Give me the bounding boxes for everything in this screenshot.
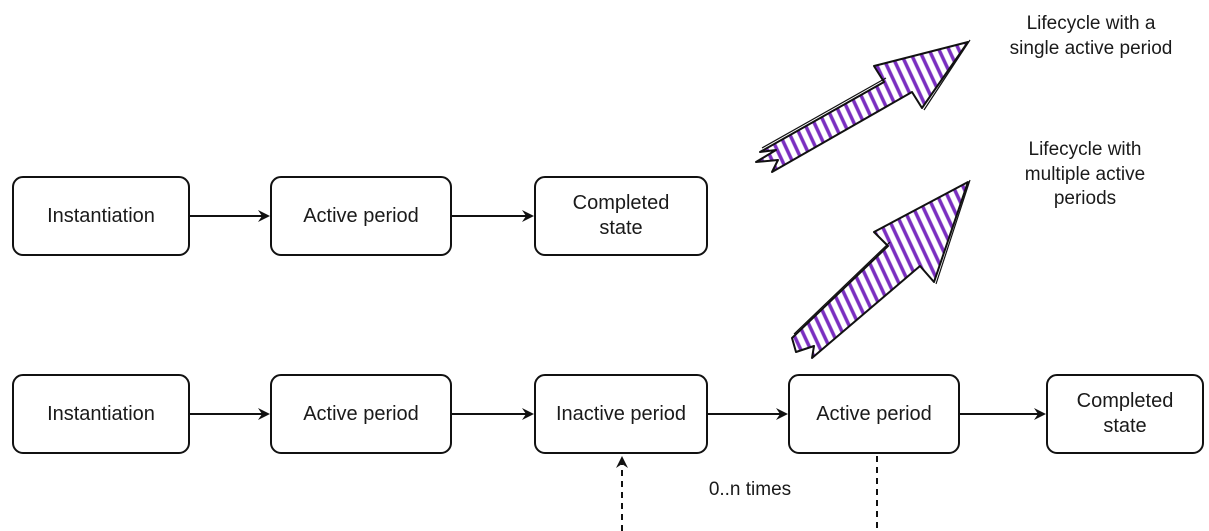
node-completed-state: Completed state xyxy=(1046,374,1204,454)
node-label: Active period xyxy=(816,402,932,425)
node-inactive-period: Inactive period xyxy=(534,374,708,454)
sketch-arrow-icon xyxy=(755,39,971,173)
node-label: Completed state xyxy=(1076,390,1174,437)
node-label: Active period xyxy=(303,402,419,425)
caption-single-active: Lifecycle with a single active period xyxy=(1009,13,1173,59)
sketch-arrow-icon xyxy=(791,179,971,359)
loop-label: 0..n times xyxy=(708,479,792,500)
node-label: Active period xyxy=(303,204,419,227)
node-label: Instantiation xyxy=(47,402,155,425)
caption-multiple-active: Lifecycle with multiple active periods xyxy=(1024,139,1146,210)
node-label: Instantiation xyxy=(47,204,155,227)
node-active-period: Active period xyxy=(270,176,452,256)
node-instantiation: Instantiation xyxy=(12,374,190,454)
node-label: Completed state xyxy=(572,192,670,239)
node-instantiation: Instantiation xyxy=(12,176,190,256)
node-label: Inactive period xyxy=(555,402,687,425)
node-completed-state: Completed state xyxy=(534,176,708,256)
node-active-period: Active period xyxy=(270,374,452,454)
node-active-period: Active period xyxy=(788,374,960,454)
